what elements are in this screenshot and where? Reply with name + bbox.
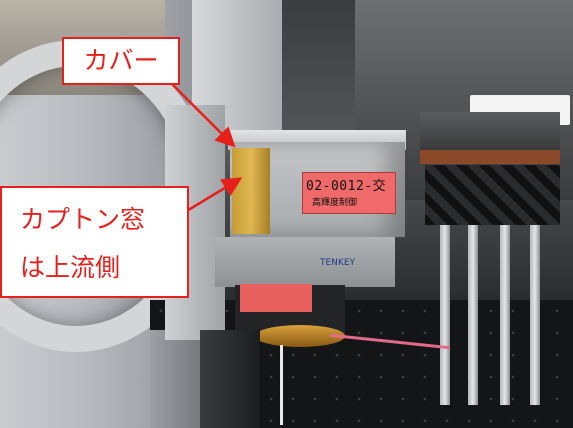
brand-label: TENKEY — [320, 258, 356, 268]
stage-front-strip — [420, 150, 560, 164]
kapton-window — [232, 148, 270, 234]
kapton-callout: カプトン窓 は上流側 — [0, 186, 189, 298]
motor-unit — [200, 330, 260, 428]
support-post — [530, 225, 540, 405]
support-post — [500, 225, 510, 405]
sample-label-sub: 高輝度制御 — [312, 198, 358, 208]
gold-ring — [255, 325, 345, 347]
cover-callout: カバー — [62, 37, 180, 85]
kapton-callout-line1: カプトン窓 — [20, 205, 146, 234]
support-post — [440, 225, 450, 405]
white-cable — [280, 345, 283, 425]
lab-jack — [425, 165, 560, 225]
lower-housing — [215, 237, 395, 287]
lower-label-sticker — [240, 284, 312, 312]
sample-label-id: 02-0012-交 — [306, 179, 387, 194]
kapton-callout-line2: は上流側 — [20, 253, 121, 282]
sample-label-sticker — [302, 172, 396, 214]
support-post — [468, 225, 478, 405]
